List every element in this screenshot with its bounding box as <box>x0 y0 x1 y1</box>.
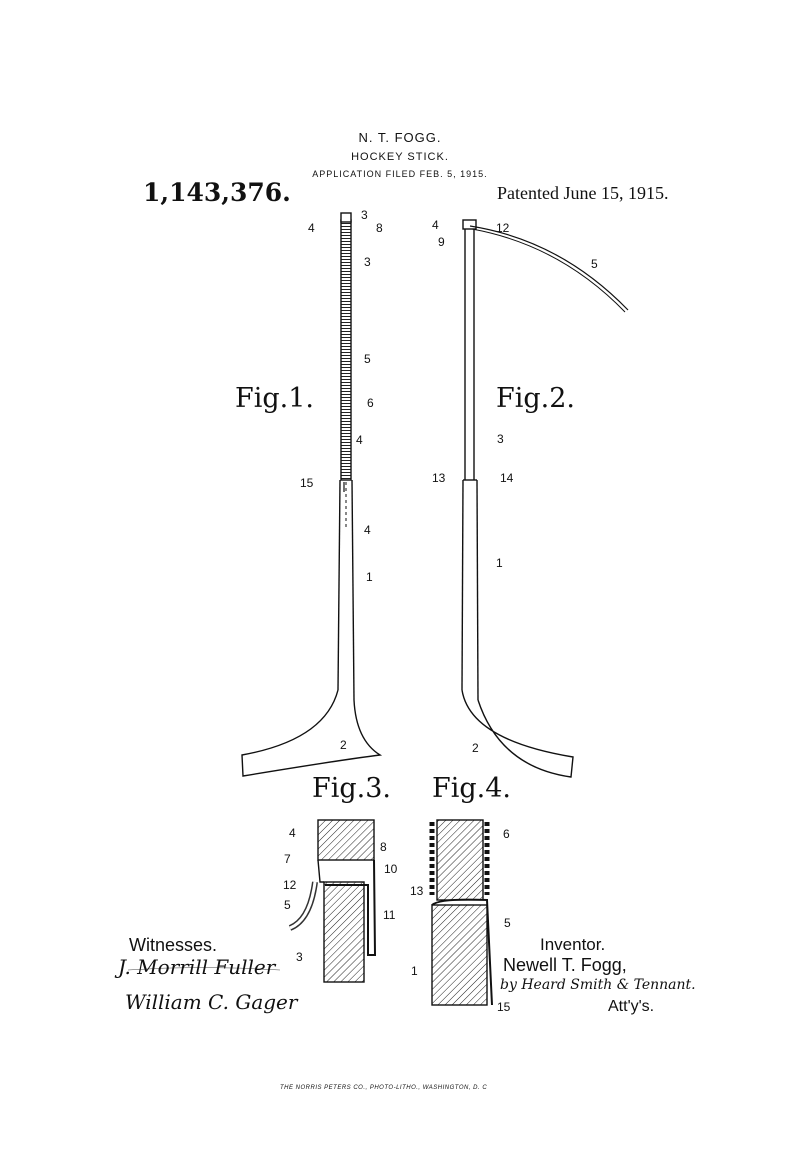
fig4-ref-6: 6 <box>503 827 510 841</box>
application-filed-date: APPLICATION FILED FEB. 5, 1915. <box>312 169 488 179</box>
attorneys-suffix: Att'y's. <box>608 998 655 1015</box>
fig1-blade <box>241 689 383 777</box>
witness-signature-2: William C. Gager <box>125 990 298 1014</box>
fig3-ref-11: 11 <box>383 908 396 922</box>
fig3-section <box>288 819 377 983</box>
fig1-ref-3: 3 <box>364 255 371 269</box>
fig1-ref-2: 2 <box>340 738 347 752</box>
fig2-ref-9: 9 <box>438 235 445 249</box>
fig3-ref-7: 7 <box>284 852 291 866</box>
fig2-stick <box>461 219 629 778</box>
fig1-ref-15: 15 <box>300 476 314 490</box>
inventor-heading: Inventor. <box>540 935 606 954</box>
fig2-ref-12: 12 <box>496 221 510 235</box>
fig2-ref-5: 5 <box>591 257 598 271</box>
fig1-ref-4-top: 4 <box>308 221 315 235</box>
fig1-ref-4-low: 4 <box>364 523 371 537</box>
printer-credit: THE NORRIS PETERS CO., PHOTO-LITHO., WAS… <box>280 1085 488 1091</box>
fig2-strip <box>469 225 629 311</box>
fig1-ref-8: 8 <box>376 221 383 235</box>
fig2-ref-1: 1 <box>496 556 503 570</box>
fig2-ref-4: 4 <box>432 218 439 232</box>
fig2-label: Fig.2. <box>496 383 575 414</box>
fig2-ref-13: 13 <box>432 471 446 485</box>
fig2-ref-3: 3 <box>497 432 504 446</box>
fig1-stick <box>241 212 383 777</box>
fig1-wrapped-shaft <box>340 219 352 481</box>
fig1-label: Fig.1. <box>235 383 314 414</box>
fig1-shaft-left-edge <box>337 479 341 691</box>
fig1-ref-5: 5 <box>364 352 371 366</box>
patent-number: 1,143,376. <box>143 178 291 207</box>
fig4-ref-1: 1 <box>411 964 418 978</box>
fig1-cap <box>340 212 352 223</box>
fig3-ref-4: 4 <box>289 826 296 840</box>
fig2-cap <box>462 219 477 230</box>
fig2-blade <box>461 689 574 778</box>
fig1-ref-1: 1 <box>366 570 373 584</box>
fig4-label: Fig.4. <box>432 773 511 804</box>
fig3-ref-12: 12 <box>283 878 297 892</box>
witness-signature-1: J. Morrill Fuller <box>118 955 276 979</box>
fig3-ref-8: 8 <box>380 840 387 854</box>
fig4-ref-15: 15 <box>497 1000 511 1014</box>
patent-title: HOCKEY STICK. <box>351 151 449 163</box>
fig1-ref-4-mid: 4 <box>356 433 363 447</box>
fig3-ref-10: 10 <box>384 862 398 876</box>
fig4-section <box>429 819 493 1006</box>
attorneys-signature: by Heard Smith & Tennant. <box>500 977 696 993</box>
fig2-ref-14: 14 <box>500 471 514 485</box>
fig3-label: Fig.3. <box>312 773 391 804</box>
fig3-ref-5: 5 <box>284 898 291 912</box>
fig4-ref-5: 5 <box>504 916 511 930</box>
inventor-name: Newell T. Fogg, <box>503 955 627 975</box>
fig4-ref-13: 13 <box>410 884 424 898</box>
patented-date: Patented June 15, 1915. <box>497 183 669 203</box>
fig2-ref-2: 2 <box>472 741 479 755</box>
fig3-ref-3: 3 <box>296 950 303 964</box>
patent-inventor-header: N. T. FOGG. <box>358 130 442 145</box>
fig1-ref-3-top: 3 <box>361 208 368 222</box>
fig1-shaft-right-edge <box>351 479 355 701</box>
fig1-ref-6: 6 <box>367 396 374 410</box>
witnesses-heading: Witnesses. <box>129 935 218 955</box>
